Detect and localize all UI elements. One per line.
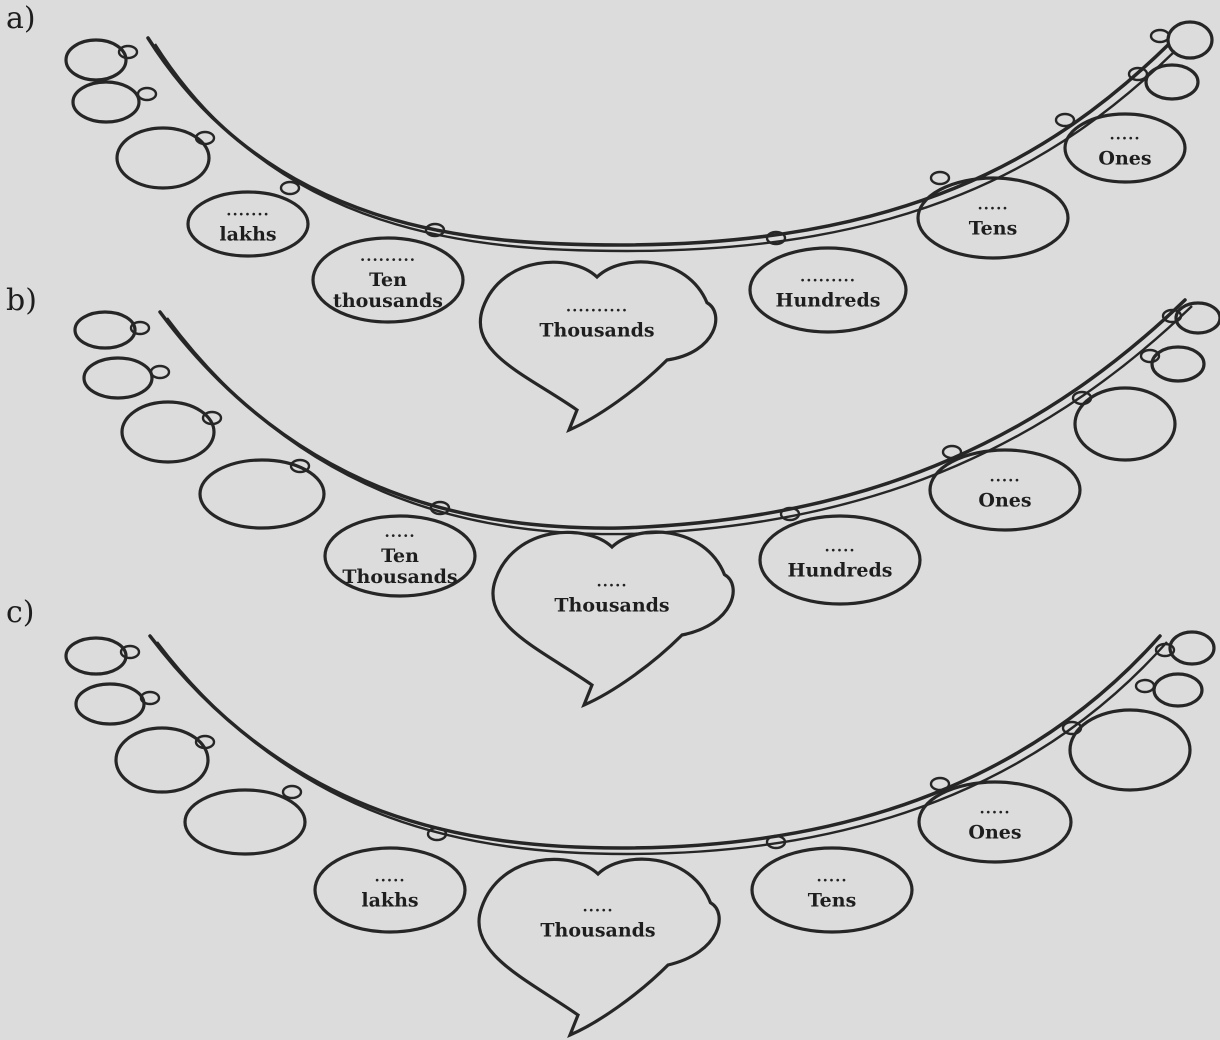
answer-blank: ..... <box>989 468 1020 486</box>
hanger-loop <box>943 446 961 458</box>
place-value-label: Ten <box>381 545 419 567</box>
bauble-ornament: ..... Ones <box>919 778 1071 862</box>
part-label: c) <box>6 595 35 630</box>
bauble-shape <box>1146 65 1198 99</box>
bauble-ornament <box>1141 347 1204 381</box>
place-value-label: Thousands <box>540 920 655 942</box>
answer-blank: ..... <box>824 538 855 556</box>
place-value-label: Tens <box>969 218 1018 240</box>
answer-blank: ..... <box>816 868 847 886</box>
bauble-shape <box>200 460 324 528</box>
answer-blank: ..... <box>374 868 405 886</box>
hanger-loop <box>931 172 949 184</box>
heart-ornament: ..... Thousands <box>479 859 719 1035</box>
place-value-label: Ones <box>968 822 1021 844</box>
bauble-shape <box>1176 303 1220 333</box>
answer-blank: ..... <box>596 573 627 591</box>
hanger-loop <box>1056 114 1074 126</box>
garland-rope <box>148 38 1168 245</box>
place-value-label: thousands <box>333 290 443 312</box>
hanger-loop <box>1151 30 1169 42</box>
place-value-label: Ones <box>1098 148 1151 170</box>
hanger-loop <box>283 786 301 798</box>
bauble-ornament <box>200 460 324 528</box>
garland-a: a)....... lakhs......... Tenthousands.....… <box>6 1 1212 430</box>
answer-blank: ....... <box>226 202 270 220</box>
hanger-loop <box>931 778 949 790</box>
bauble-shape <box>116 728 208 792</box>
place-value-label: Thousands <box>342 566 457 588</box>
bauble-ornament: ....... lakhs <box>188 182 308 256</box>
answer-blank: ..... <box>977 196 1008 214</box>
heart-shape <box>479 859 719 1035</box>
place-value-label: Thousands <box>539 320 654 342</box>
bauble-shape <box>122 402 214 462</box>
heart-shape <box>480 262 715 430</box>
place-value-label: Hundreds <box>788 560 893 582</box>
bauble-ornament <box>122 402 221 462</box>
bauble-ornament <box>73 82 156 122</box>
heart-ornament: .......... Thousands <box>480 262 715 430</box>
place-value-label: lakhs <box>361 890 418 912</box>
bauble-shape <box>73 82 139 122</box>
bauble-ornament <box>116 728 214 792</box>
bauble-shape <box>1168 22 1212 58</box>
part-label: b) <box>6 283 37 318</box>
bauble-ornament: ..... lakhs <box>315 828 465 932</box>
place-value-label: Hundreds <box>776 290 881 312</box>
place-value-label: lakhs <box>219 224 276 246</box>
bauble-shape <box>1075 388 1175 460</box>
place-value-label: Ones <box>978 490 1031 512</box>
answer-blank: ..... <box>979 800 1010 818</box>
hanger-loop <box>151 366 169 378</box>
bauble-shape <box>66 40 126 80</box>
garland-c: c)..... lakhs..... Thousands..... Tens.....… <box>6 595 1214 1035</box>
bauble-shape <box>185 790 305 854</box>
bauble-shape <box>117 128 209 188</box>
answer-blank: ..... <box>582 898 613 916</box>
bauble-ornament <box>76 684 159 724</box>
bauble-ornament <box>185 786 305 854</box>
part-label: a) <box>6 1 36 36</box>
bauble-shape <box>75 312 135 348</box>
bauble-ornament: ..... Tens <box>918 172 1068 258</box>
bauble-ornament <box>1156 632 1214 664</box>
answer-blank: ..... <box>1109 126 1140 144</box>
garland-b: b).....TenThousands.....Thousands.....Hu… <box>6 283 1220 705</box>
bauble-ornament <box>66 638 139 674</box>
answer-blank: ......... <box>360 247 416 265</box>
bauble-ornament <box>66 40 137 80</box>
bauble-shape <box>1152 347 1204 381</box>
heart-ornament: ..... Thousands <box>493 532 733 705</box>
place-value-label: Thousands <box>554 595 669 617</box>
bauble-ornament: ..... Tens <box>752 836 912 932</box>
bauble-shape <box>84 358 152 398</box>
place-value-label: Ten <box>369 269 407 291</box>
answer-blank: ..... <box>384 523 415 541</box>
garland-rope-inner <box>167 306 1192 534</box>
bauble-ornament <box>117 128 214 188</box>
bauble-shape <box>66 638 126 674</box>
answer-blank: .......... <box>566 298 628 316</box>
bauble-ornament: ..... Hundreds <box>760 508 920 604</box>
bauble-ornament <box>84 358 169 398</box>
hanger-loop <box>138 88 156 100</box>
bauble-ornament <box>75 312 149 348</box>
hanger-loop <box>1136 680 1154 692</box>
hanger-loop <box>281 182 299 194</box>
bauble-ornament <box>1136 674 1202 706</box>
bauble-ornament: ......... Hundreds <box>750 232 906 332</box>
bauble-ornament <box>1073 388 1175 460</box>
bauble-ornament: ..... Ones <box>930 446 1080 530</box>
heart-shape <box>493 532 733 705</box>
bauble-shape <box>1170 632 1214 664</box>
place-value-label: Tens <box>808 890 857 912</box>
bauble-shape <box>1154 674 1202 706</box>
answer-blank: ......... <box>800 268 856 286</box>
bauble-shape <box>1070 710 1190 790</box>
bauble-shape <box>76 684 144 724</box>
